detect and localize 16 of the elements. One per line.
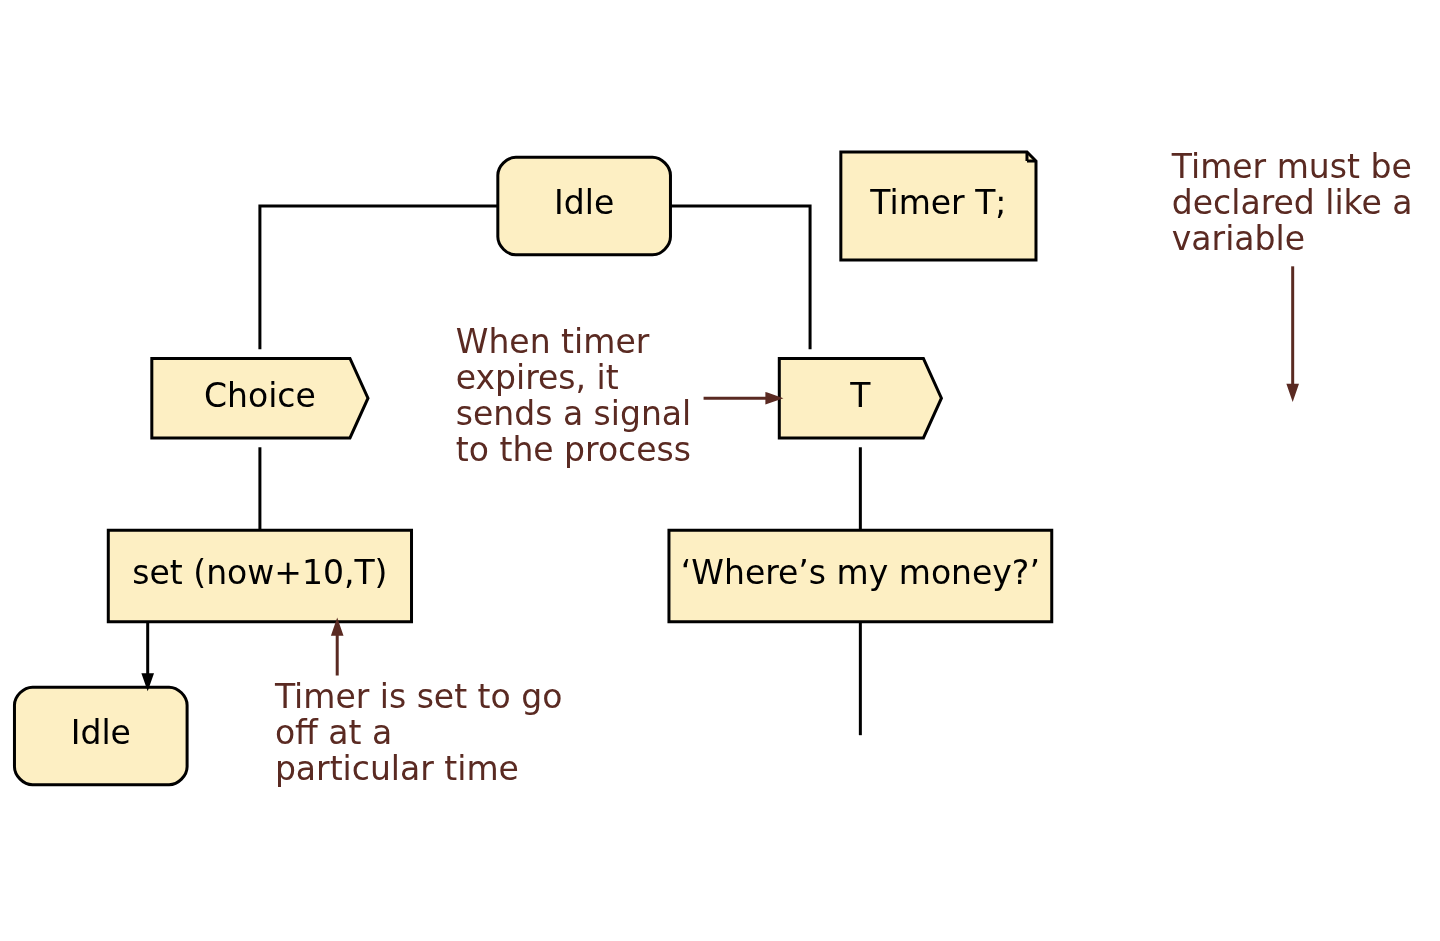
connector xyxy=(258,204,498,349)
node-text: When timer expires, it sends a signal to the process xyxy=(455,321,692,469)
node-text: Timer is set to go off at a particular time xyxy=(274,676,563,788)
node-box: Idle xyxy=(12,685,189,786)
node-box: ‘Where’s my money?’ xyxy=(667,528,1054,623)
connector xyxy=(670,204,812,349)
arrow xyxy=(141,621,154,691)
arrow xyxy=(1286,265,1299,402)
connector xyxy=(858,621,862,735)
node-box: set (now+10,T) xyxy=(106,528,413,623)
arrow xyxy=(703,391,784,404)
connector xyxy=(258,446,262,530)
node-box: Idle xyxy=(496,155,672,256)
node-text: Timer must be declared like a variable xyxy=(1171,146,1413,258)
connector xyxy=(858,446,862,530)
arrow xyxy=(330,617,344,675)
